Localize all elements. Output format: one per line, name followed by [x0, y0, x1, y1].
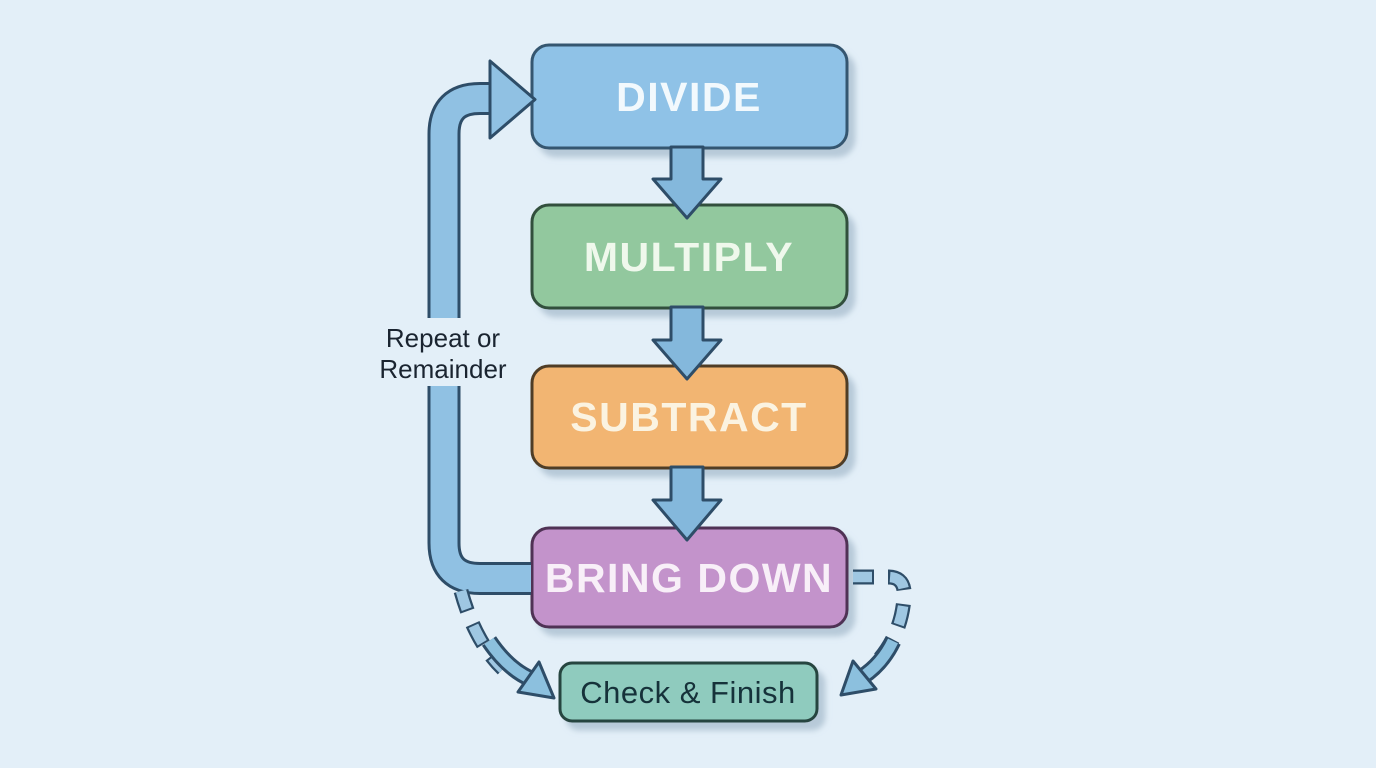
dashed-arrow-right	[839, 569, 912, 697]
node-divide-label: DIVIDE	[616, 74, 762, 120]
dashed-arrow-left	[453, 588, 556, 700]
dashed-arrowhead-right-icon	[839, 659, 878, 697]
node-subtract-label: SUBTRACT	[570, 394, 807, 440]
loop-label: Repeat or Remainder	[374, 318, 514, 386]
arrow-subtract-to-bring-down	[651, 465, 723, 542]
node-bring-down: BRING DOWN	[530, 526, 849, 629]
loop-label-mask	[374, 318, 514, 386]
node-multiply-label: MULTIPLY	[584, 234, 794, 280]
loop-arrowhead-icon	[488, 59, 537, 140]
node-check-finish: Check & Finish	[558, 661, 819, 723]
node-bring-down-label: BRING DOWN	[545, 555, 833, 601]
node-subtract: SUBTRACT	[530, 364, 849, 470]
loop-label-line2: Remainder	[379, 354, 507, 384]
node-check-finish-box	[558, 661, 819, 723]
arrow-multiply-to-subtract	[651, 305, 723, 381]
node-divide: DIVIDE	[530, 43, 849, 150]
node-check-finish-label: Check & Finish	[580, 675, 795, 710]
loop-label-line1: Repeat or	[386, 323, 501, 353]
arrow-divide-to-multiply	[651, 145, 723, 220]
dashed-arrowhead-left-icon	[516, 660, 556, 700]
node-multiply: MULTIPLY	[530, 203, 849, 310]
